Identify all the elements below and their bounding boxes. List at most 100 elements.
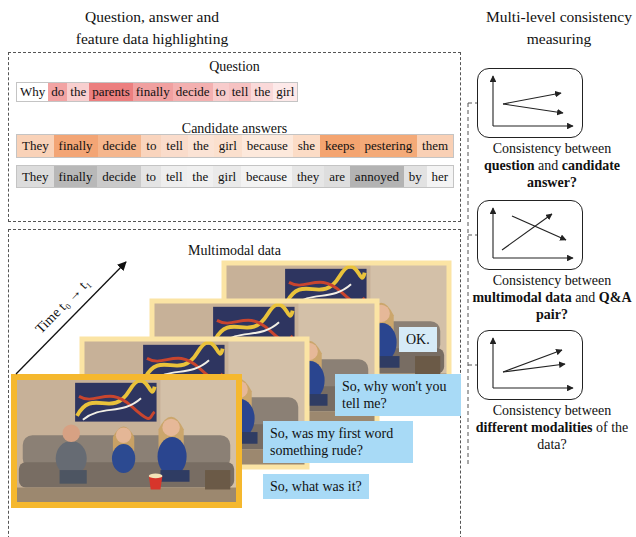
caption-word: of: [596, 420, 608, 435]
label-holder: Question, answer and feature data highli…: [62, 6, 242, 49]
highlighted-word: girl: [213, 166, 241, 187]
highlighted-word: to: [141, 166, 161, 187]
caption-word: the: [611, 420, 628, 435]
vector-arrow: [503, 364, 565, 372]
highlighted-word: annoyed: [350, 166, 404, 187]
highlighted-word: decide: [98, 135, 142, 157]
highlighted-word: decide: [97, 166, 141, 187]
vector-arrow: [502, 214, 552, 250]
dialogue-text: So, why won't you tell me?: [342, 378, 454, 412]
caption-word: Consistency: [493, 403, 561, 418]
caption-word: Consistency: [493, 273, 561, 288]
highlighted-word: do: [48, 83, 67, 101]
caption-holder: Consistency between different modalities…: [471, 402, 633, 453]
measure-caption: Consistency between different modalities…: [471, 402, 633, 453]
highlighted-word: by: [404, 166, 427, 187]
caption-holder: Consistency between question and candida…: [471, 140, 633, 191]
axis-line: [493, 387, 573, 388]
axis-line: [493, 125, 573, 126]
consistency-measure-box: Consistency between question and candida…: [477, 68, 583, 138]
axis-line: [492, 76, 493, 126]
caption-word: candidate: [562, 158, 620, 173]
dashed-panel: Whydotheparentsfinallydecidetotellthegir…: [8, 52, 461, 222]
caption-holder: Consistency between multimodal data and …: [471, 272, 633, 323]
caption-word: pair?: [536, 307, 568, 322]
measure-caption: Consistency between multimodal data and …: [471, 272, 633, 323]
caption-word: and: [538, 158, 558, 173]
panel-label: Multimodal data: [9, 242, 460, 259]
time-axis-label: Time t₀ → t₁: [31, 274, 95, 339]
highlighted-word: are: [324, 166, 350, 187]
caption-word: multimodal: [472, 290, 541, 305]
highlighted-word: parents: [89, 83, 133, 101]
caption-word: answer?: [527, 175, 577, 190]
highlighted-word: girl: [273, 83, 297, 101]
highlighted-word: because: [241, 166, 292, 187]
caption-word: Q&A: [599, 290, 632, 305]
speech-bubble: So, was my first word something rude?: [263, 421, 413, 463]
highlighted-word: to: [213, 83, 229, 101]
panel-label: Question: [9, 58, 460, 75]
highlighted-word: her: [427, 166, 453, 187]
caption-word: different: [476, 420, 528, 435]
speech-bubble: OK.: [399, 327, 437, 352]
highlighted-word: pestering: [360, 135, 418, 157]
dialogue-text: OK.: [406, 331, 430, 348]
highlighted-word: finally: [54, 166, 98, 187]
label-holder: Multi-level consistency measuring: [484, 6, 634, 49]
highlighted-word: they: [292, 166, 324, 187]
caption-word: between: [565, 273, 612, 288]
consistency-measure-box: Consistency between multimodal data and …: [477, 200, 583, 270]
grouping-bracket: [468, 103, 477, 465]
highlighted-word: finally: [54, 135, 98, 157]
question-highlight-row: Whydotheparentsfinallydecidetotellthegir…: [16, 82, 298, 102]
dialogue-text: So, was my first word something rude?: [270, 425, 406, 459]
caption-word: modalities: [531, 420, 592, 435]
highlighted-word: finally: [133, 83, 173, 101]
highlighted-word: keeps: [320, 135, 360, 157]
highlighted-word: she: [293, 135, 320, 157]
caption-word: data: [545, 290, 571, 305]
highlighted-word: They: [17, 166, 54, 187]
highlighted-word: the: [187, 166, 213, 187]
label-holder: Time t₀ → t₁: [31, 274, 95, 339]
consistency-measure-box: Consistency between different modalities…: [477, 330, 583, 400]
vector-arrow: [512, 216, 566, 240]
highlighted-word: tell: [161, 135, 188, 157]
highlighted-word: girl: [214, 135, 242, 157]
caption-word: and: [575, 290, 595, 305]
video-frame: [15, 377, 238, 505]
highlighted-word: the: [251, 83, 273, 101]
highlighted-word: because: [242, 135, 293, 157]
highlighted-word: tell: [161, 166, 187, 187]
highlighted-word: the: [67, 83, 89, 101]
label-holder: Question: [9, 58, 460, 75]
time-arrow: [16, 262, 126, 374]
frame-border: [14, 377, 239, 505]
speech-bubble: So, what was it?: [263, 474, 369, 499]
answer-highlight-row: Theyfinallydecidetotellthegirlbecausethe…: [16, 165, 454, 188]
vector-arrow: [503, 93, 561, 104]
axis-line: [492, 208, 493, 258]
highlighted-word: to: [141, 135, 161, 157]
measure-caption: Consistency between question and candida…: [471, 140, 633, 191]
dialogue-text: So, what was it?: [270, 478, 362, 495]
axis-line: [492, 338, 493, 388]
highlighted-word: tell: [229, 83, 252, 101]
panel-label: Candidate answers: [9, 120, 460, 137]
highlighted-word: them: [417, 135, 453, 157]
label-holder: Multimodal data: [9, 242, 460, 259]
highlighted-word: the: [188, 135, 214, 157]
caption-word: between: [565, 141, 612, 156]
vector-plot-icons: [493, 76, 573, 388]
caption-word: question: [484, 158, 535, 173]
label-holder: Candidate answers: [9, 120, 460, 137]
answer-highlight-row: Theyfinallydecidetotellthegirlbecauseshe…: [16, 134, 454, 158]
caption-word: data?: [537, 437, 567, 452]
panel-heading: Question, answer and feature data highli…: [62, 6, 242, 49]
axis-line: [493, 257, 573, 258]
caption-word: between: [565, 403, 612, 418]
highlighted-word: decide: [173, 83, 213, 101]
caption-word: Consistency: [493, 141, 561, 156]
